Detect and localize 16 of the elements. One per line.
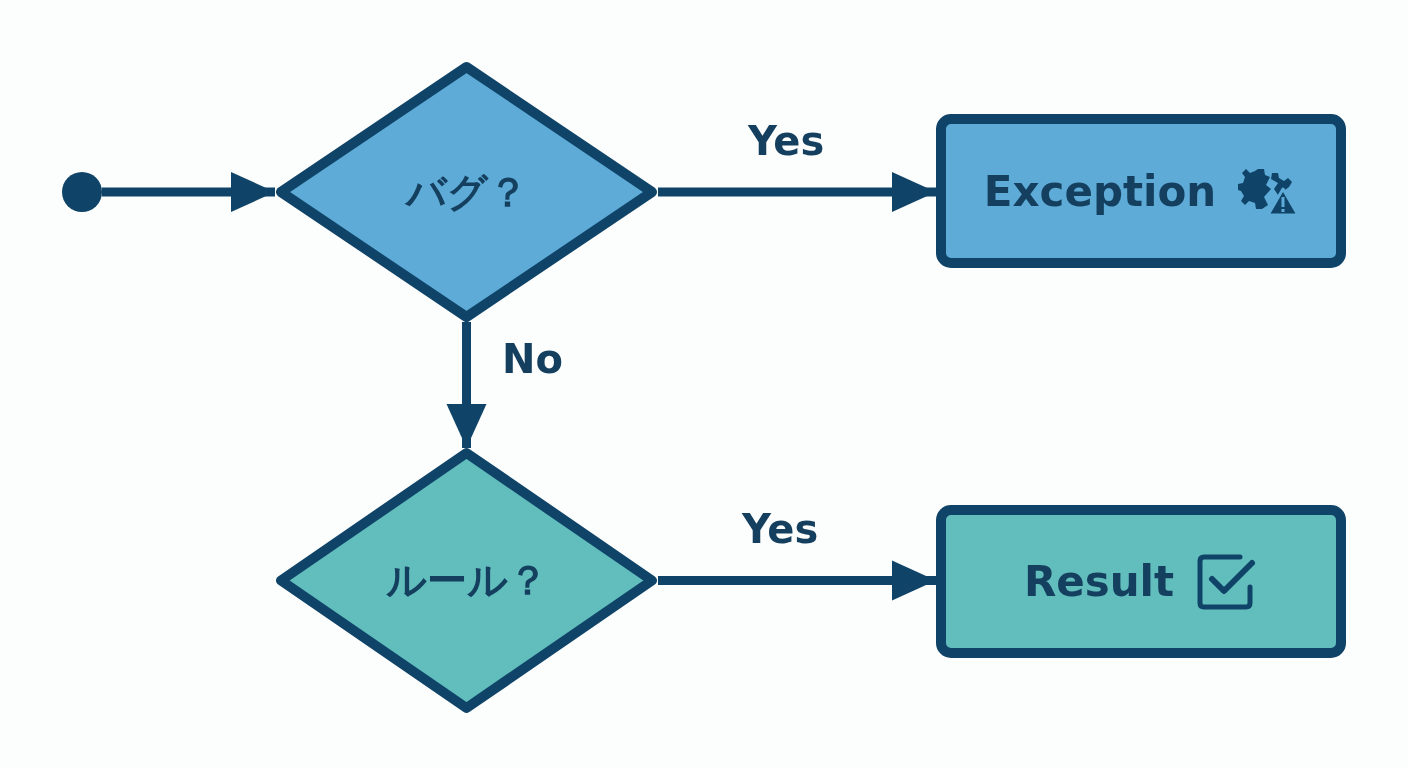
arrow (658, 172, 936, 212)
start-dot (62, 172, 102, 212)
arrow (446, 322, 487, 448)
decision-question: バグ？ (405, 167, 528, 217)
step-label: Result (1023, 557, 1175, 606)
arrow (658, 560, 936, 601)
decision-question: ルール？ (385, 556, 548, 605)
edge-label: No (502, 336, 563, 382)
edge-label: Yes (742, 506, 819, 552)
process-box (936, 505, 1346, 658)
step-label: Exception (983, 166, 1217, 216)
process-box (936, 114, 1346, 268)
edge-label: Yes (748, 118, 825, 164)
decision-diamond (275, 448, 658, 713)
decision-diamond (275, 62, 658, 322)
arrow (102, 172, 275, 212)
